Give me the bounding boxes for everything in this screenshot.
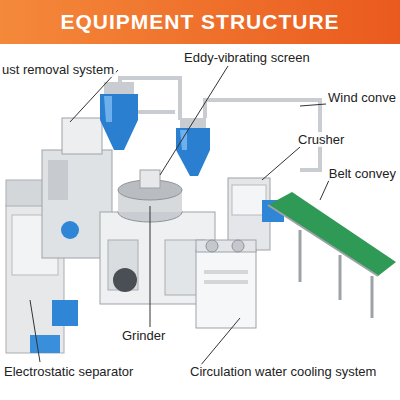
part-label: Belt convey: [327, 166, 398, 181]
part-label: Circulation water cooling system: [188, 364, 378, 379]
part-label: ust removal system: [0, 62, 116, 77]
title-text: EQUIPMENT STRUCTURE: [0, 10, 400, 34]
part-label: Crusher: [296, 132, 346, 147]
part-label: Wind conve: [326, 90, 398, 105]
part-label: Grinder: [120, 328, 167, 343]
part-label: Electrostatic separator: [2, 364, 135, 379]
part-label: Eddy-vibrating screen: [182, 50, 312, 65]
